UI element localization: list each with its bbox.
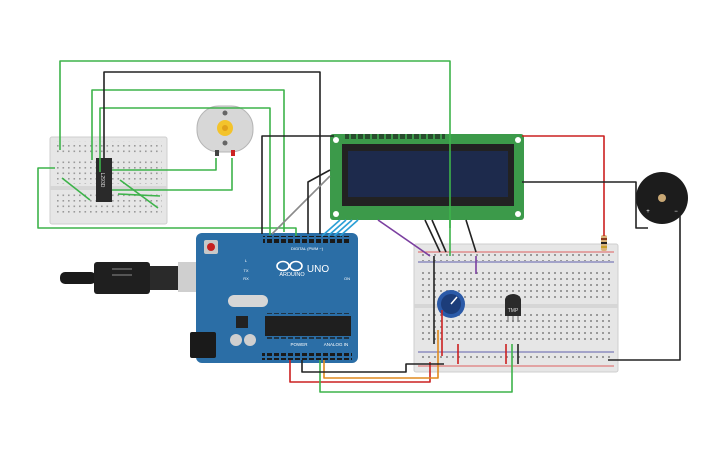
temperature-sensor-label: TMP [508, 308, 519, 314]
temperature-sensor[interactable]: TMP [505, 294, 521, 322]
wire-black[interactable] [301, 360, 444, 373]
buzzer-plus-label: + [646, 209, 650, 215]
wire-blue[interactable] [333, 219, 353, 237]
wire-orange[interactable] [323, 330, 439, 379]
dc-motor[interactable] [196, 105, 254, 156]
wire-black[interactable] [465, 219, 477, 253]
lcd-display[interactable] [330, 134, 524, 220]
wire-green[interactable] [37, 167, 297, 236]
wire-purple[interactable] [377, 219, 431, 257]
wire-green[interactable] [112, 158, 217, 171]
wire-green[interactable] [112, 158, 233, 191]
arduino-power-label: POWER [290, 342, 308, 347]
arduino-on-label: ON [344, 276, 350, 281]
arduino-l-label: L [245, 258, 248, 263]
arduino-analog-label: ANALOG IN [324, 342, 349, 347]
wire-green[interactable] [91, 89, 285, 232]
wire-green[interactable] [319, 344, 513, 393]
wires [37, 60, 681, 393]
wire-gray[interactable] [271, 175, 331, 235]
arduino-rx-label: RX [243, 276, 249, 281]
arduino-board[interactable]: ARDUINO UNO DIGITAL (PWM ~) POWER ANALOG… [190, 233, 358, 363]
wire-green[interactable] [61, 177, 91, 201]
wire-black[interactable] [307, 169, 331, 234]
wire-green[interactable] [59, 60, 451, 228]
wire-red[interactable] [522, 135, 605, 236]
lcd-screen [348, 151, 508, 197]
wire-black[interactable] [608, 216, 681, 361]
wire-black[interactable] [103, 71, 321, 234]
arduino-brand-text: ARDUINO [279, 272, 305, 278]
arduino-infinity-icon [276, 260, 303, 272]
usb-cable[interactable] [60, 262, 206, 294]
wire-blue[interactable] [339, 219, 359, 237]
wire-red[interactable] [289, 360, 431, 383]
wire-green[interactable] [117, 193, 161, 197]
potentiometer[interactable] [437, 290, 465, 318]
wire-green[interactable] [99, 107, 271, 235]
resistor[interactable] [601, 235, 607, 251]
buzzer-minus-label: − [674, 209, 678, 215]
wire-black[interactable] [261, 135, 334, 234]
arduino-digital-label: DIGITAL (PWM ~) [291, 246, 324, 251]
wire-black[interactable] [522, 181, 648, 229]
arduino-logo-text: UNO [307, 264, 329, 275]
arduino-tx-label: TX [243, 268, 248, 273]
motor-driver-chip[interactable]: L293D [96, 158, 112, 202]
piezo-buzzer[interactable]: + − [636, 172, 688, 224]
wire-blue[interactable] [321, 219, 341, 237]
wire-blue[interactable] [327, 219, 347, 237]
wire-black[interactable] [424, 219, 441, 253]
motor-driver-label: L293D [99, 173, 105, 188]
wire-green[interactable] [119, 179, 159, 209]
wire-black[interactable] [431, 219, 447, 253]
